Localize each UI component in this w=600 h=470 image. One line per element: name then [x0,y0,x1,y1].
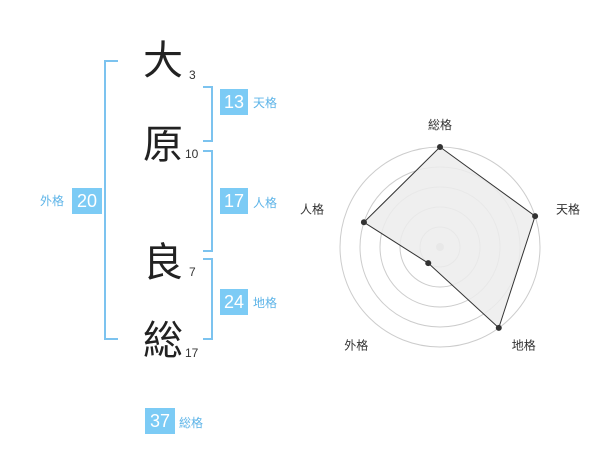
gaikaku-bracket [104,60,118,340]
chikaku-score: 24 [220,289,248,315]
radar-series-area [363,146,536,329]
stroke-count-3: 7 [189,265,196,279]
radar-axis-label-2: 天格 [556,201,580,216]
radar-axis-label-3: 地格 [512,338,536,353]
radar-point-1 [437,144,443,150]
radar-point-4 [425,260,432,267]
gaikaku-label: 外格 [40,194,65,208]
name-char-2: 原 [143,122,183,168]
radar-axis-label-4: 外格 [344,338,368,353]
radar-axis-label-5: 人格 [300,201,324,216]
radar-point-5 [360,219,367,226]
tenkaku-label: 天格 [253,96,278,110]
tenkaku-bracket [203,86,213,142]
stroke-count-4: 17 [185,346,199,360]
radar-point-3 [495,324,502,331]
jinkaku-label: 人格 [253,196,278,210]
gaikaku-score: 20 [72,188,102,214]
stroke-count-2: 10 [185,147,199,161]
chikaku-bracket [203,258,213,340]
stroke-count-1: 3 [189,68,196,82]
jinkaku-bracket [203,150,213,252]
radar-point-2 [532,213,539,220]
soukaku-score: 37 [145,408,175,434]
chikaku-label: 地格 [253,296,278,310]
name-char-3: 良 [143,240,183,286]
radar-axis-label-1: 総格 [428,117,452,132]
soukaku-label: 総格 [179,416,204,430]
name-char-1: 大 [143,38,183,84]
tenkaku-score: 13 [220,89,248,115]
jinkaku-score: 17 [220,188,248,214]
name-char-4: 総 [143,318,183,364]
